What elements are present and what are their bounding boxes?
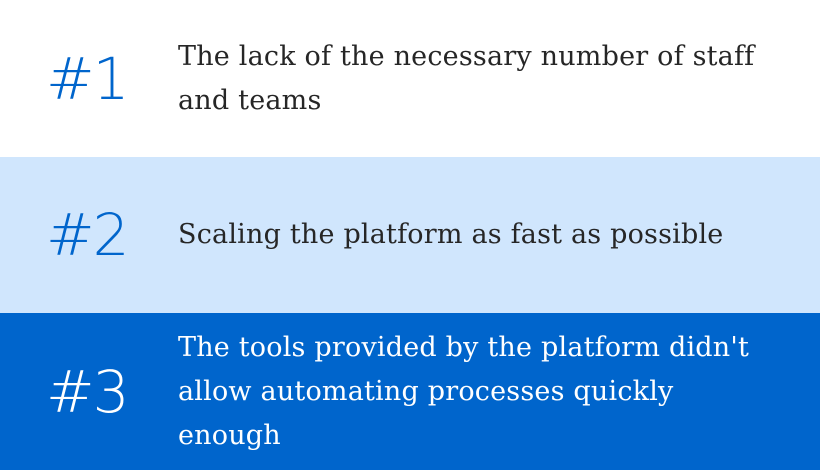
list-item-1: #1 The lack of the necessary number of s… bbox=[0, 0, 820, 157]
item-text: Scaling the platform as fast as possible bbox=[178, 219, 724, 250]
rank-number: #1 bbox=[46, 44, 129, 113]
rank-number: #3 bbox=[46, 357, 129, 426]
item-text: The lack of the necessary number of staf… bbox=[178, 40, 755, 116]
rank-number: #2 bbox=[46, 201, 129, 269]
item-text: The tools provided by the platform didn'… bbox=[178, 331, 750, 451]
list-item-2: #2 Scaling the platform as fast as possi… bbox=[0, 157, 820, 313]
list-item-3: #3 The tools provided by the platform di… bbox=[0, 313, 820, 470]
